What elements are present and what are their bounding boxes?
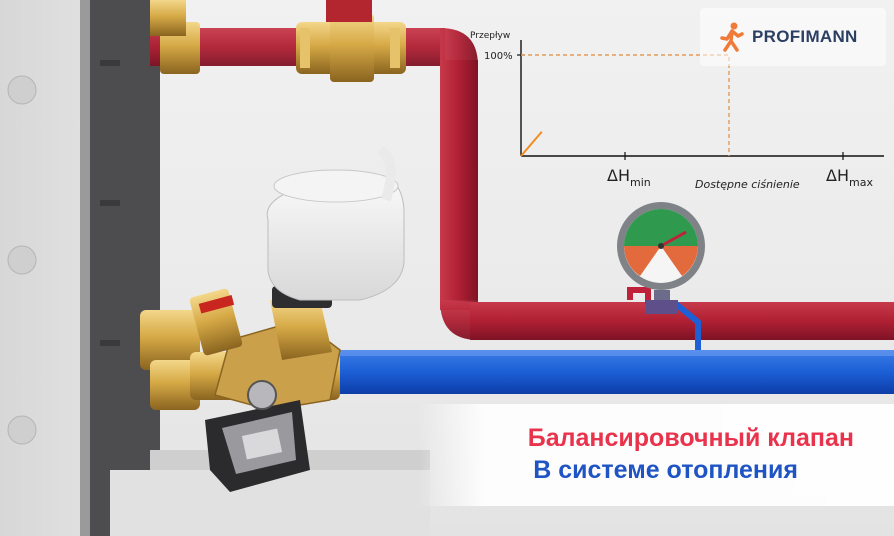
ball-valve-icon	[160, 0, 406, 82]
reference-dashed-line	[521, 54, 730, 156]
caption-line-1: Балансировочный клапан	[527, 424, 854, 452]
x-tick-label-min: ΔHmin	[607, 166, 651, 189]
blue-return-pipe	[320, 350, 894, 394]
brand-name: PROFIMANN	[752, 27, 858, 46]
y-axis-label: Przepływ	[470, 31, 510, 41]
caption-banner: Балансировочный клапан В системе отоплен…	[418, 404, 894, 506]
caption-line-2: В системе отопления	[533, 456, 798, 484]
balancing-valve-icon	[189, 286, 341, 492]
x-tick-label-max: ΔHmax	[826, 166, 873, 189]
flow-chart: Przepływ 100% Dostępne ciśnienie ΔHmin Δ…	[470, 31, 884, 191]
brand-logo[interactable]: PROFIMANN	[700, 8, 886, 66]
x-axis-label: Dostępne ciśnienie	[695, 178, 800, 191]
actuator-icon	[266, 145, 405, 301]
pressure-gauge-icon	[617, 202, 705, 314]
profimann-logo-icon	[720, 22, 744, 52]
flow-series-line	[520, 131, 543, 157]
y-tick-label: 100%	[484, 51, 513, 62]
cabinet-panel	[88, 0, 160, 536]
